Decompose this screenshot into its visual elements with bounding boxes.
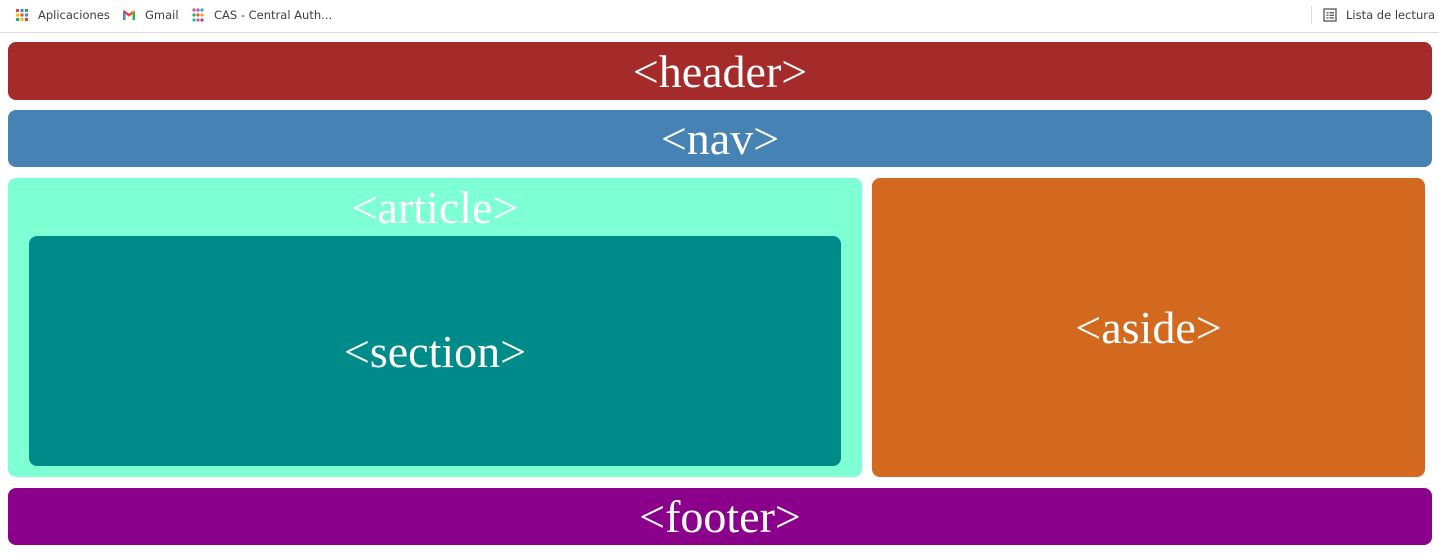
header-region: <header> [8,42,1432,100]
footer-region: <footer> [8,488,1432,545]
bookmarks-bar: Aplicaciones Gmail CAS - Central Auth... [0,0,1439,33]
reading-list-label: Lista de lectura [1346,8,1436,22]
bookmark-gmail[interactable]: Gmail [121,0,179,30]
bookmark-label: CAS - Central Auth... [214,8,333,22]
article-region: <article> <section> [8,178,862,477]
apps-grid-icon [16,9,28,21]
bookmark-label: Gmail [145,8,179,22]
reading-list-button[interactable]: Lista de lectura [1322,0,1435,30]
nav-label: <nav> [660,113,780,164]
nav-region: <nav> [8,110,1432,167]
gmail-icon [123,10,135,20]
header-label: <header> [632,45,808,97]
section-region: <section> [29,236,841,466]
article-label: <article> [351,182,519,233]
bookmark-cas[interactable]: CAS - Central Auth... [190,0,332,30]
divider [1311,6,1312,24]
aside-label: <aside> [1075,302,1222,353]
bookmark-label: Aplicaciones [38,8,110,22]
aside-region: <aside> [872,178,1425,477]
bookmark-aplicaciones[interactable]: Aplicaciones [14,0,110,30]
footer-label: <footer> [639,491,801,542]
reading-list-icon [1323,8,1337,22]
section-label: <section> [343,325,527,377]
cas-icon [192,8,204,22]
